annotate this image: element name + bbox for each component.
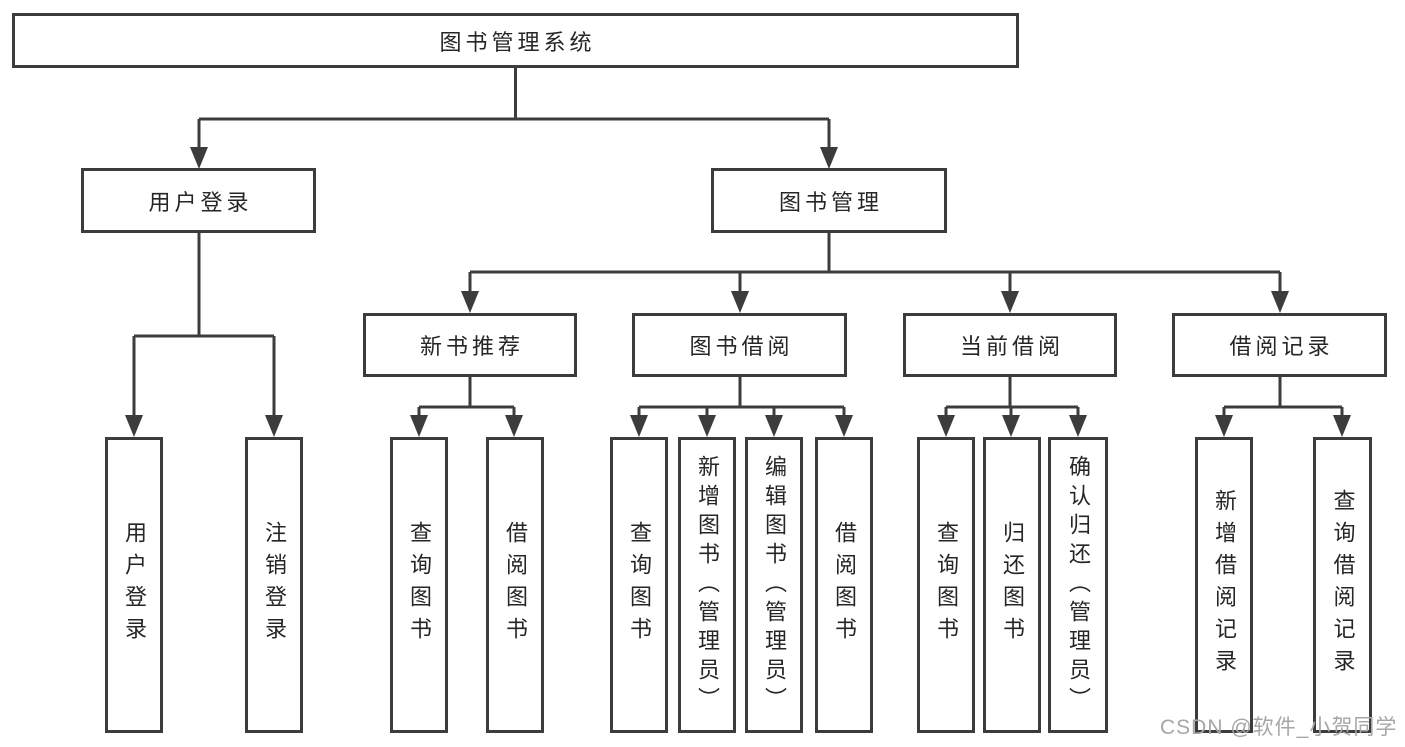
leaf-borrow-books-borrowing: 借阅图书	[815, 437, 873, 733]
leaf-logout-login: 注销登录	[245, 437, 303, 733]
node-library-management-system: 图书管理系统	[12, 13, 1019, 68]
leaf-query-books-current-label: 查询图书	[934, 521, 959, 649]
leaf-query-books-borrowing: 查询图书	[610, 437, 668, 733]
leaf-borrow-books-borrowing-label: 借阅图书	[832, 521, 857, 649]
leaf-confirm-return-admin-label: 确认归还（管理员）	[1066, 454, 1091, 716]
leaf-borrow-books-recommend-label: 借阅图书	[503, 521, 528, 649]
node-borrowing-records: 借阅记录	[1172, 313, 1387, 377]
leaf-return-books: 归还图书	[983, 437, 1041, 733]
leaf-return-books-label: 归还图书	[1000, 521, 1025, 649]
leaf-logout-login-label: 注销登录	[262, 521, 287, 649]
leaf-edit-books-admin: 编辑图书（管理员）	[745, 437, 803, 733]
node-user-login: 用户登录	[81, 168, 316, 233]
node-new-book-recommendation-label: 新书推荐	[419, 334, 524, 359]
leaf-query-borrow-record: 查询借阅记录	[1313, 437, 1372, 733]
leaf-add-borrow-record-label: 新增借阅记录	[1212, 489, 1237, 681]
node-current-borrowing-label: 当前借阅	[959, 334, 1064, 359]
csdn-watermark: CSDN @软件_小贺同学	[1160, 716, 1398, 739]
node-book-borrowing-label: 图书借阅	[689, 334, 794, 359]
leaf-query-books-current: 查询图书	[917, 437, 975, 733]
node-library-management-system-label: 图书管理系统	[439, 29, 596, 55]
leaf-borrow-books-recommend: 借阅图书	[486, 437, 544, 733]
node-book-borrowing: 图书借阅	[632, 313, 847, 377]
leaf-edit-books-admin-label: 编辑图书（管理员）	[762, 454, 787, 716]
leaf-query-books-borrowing-label: 查询图书	[627, 521, 652, 649]
leaf-add-books-admin: 新增图书（管理员）	[678, 437, 736, 733]
leaf-add-borrow-record: 新增借阅记录	[1195, 437, 1253, 733]
node-new-book-recommendation: 新书推荐	[363, 313, 577, 377]
leaf-confirm-return-admin: 确认归还（管理员）	[1048, 437, 1108, 733]
leaf-query-borrow-record-label: 查询借阅记录	[1330, 489, 1356, 681]
node-book-management: 图书管理	[711, 168, 947, 233]
leaf-query-books-recommend-label: 查询图书	[407, 521, 432, 649]
leaf-add-books-admin-label: 新增图书（管理员）	[695, 454, 720, 716]
arrowheads	[125, 147, 1351, 437]
leaf-user-login-label: 用户登录	[122, 521, 147, 649]
node-book-management-label: 图书管理	[778, 189, 883, 215]
leaf-user-login: 用户登录	[105, 437, 163, 733]
node-current-borrowing: 当前借阅	[903, 313, 1117, 377]
leaf-query-books-recommend: 查询图书	[390, 437, 448, 733]
node-user-login-label: 用户登录	[148, 189, 253, 215]
node-borrowing-records-label: 借阅记录	[1229, 334, 1334, 359]
